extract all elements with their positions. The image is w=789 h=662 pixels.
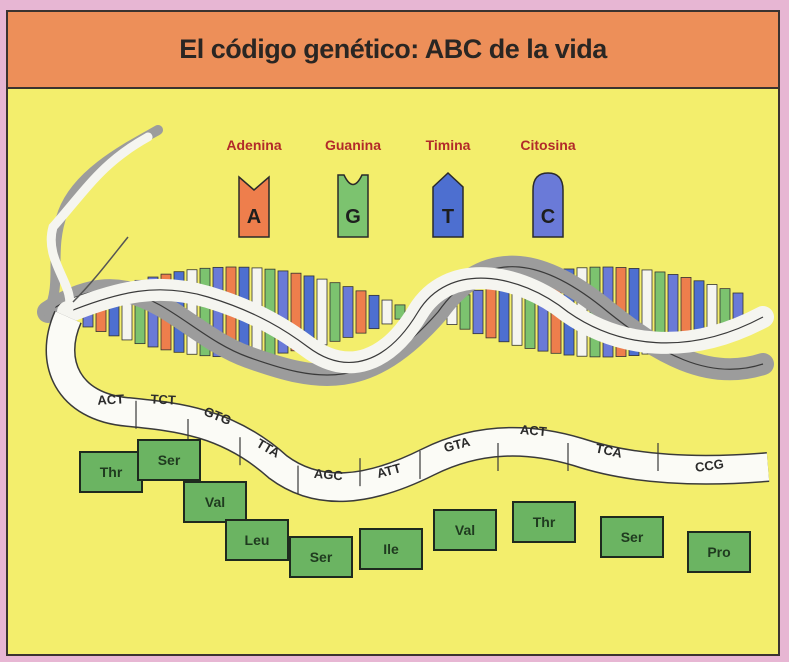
amino-acid-box [687,531,751,573]
base-pair-rung [472,289,484,335]
amino-acid-box [79,451,143,493]
amino-acid-label: Ile [383,541,399,557]
base-pair-rung [342,286,354,338]
base-letter-c: C [541,206,555,228]
amino-acid-label: Ser [310,549,333,565]
base-pair-rung [199,267,211,357]
amino-acid-label: Ser [621,529,644,545]
base-pair-rung [628,268,640,356]
codon-label: ATT [375,460,402,481]
title-bar: El código genético: ABC de la vida [8,12,778,89]
base-name-guanina: Guanina [325,137,381,153]
dna-strand-white-outline [67,277,764,363]
base-name-timina: Timina [426,137,471,153]
base-pair-rung [355,290,367,334]
amino-acid-box [137,439,201,481]
dna-tail-thread [72,236,129,303]
mrna-ribbon-fill [47,311,770,501]
base-name-citosina: Citosina [520,137,575,153]
amino-acid-box [433,509,497,551]
amino-acid-label: Val [455,522,475,538]
dna-tail-coil-white [46,132,153,317]
amino-acid-label: Val [205,494,225,510]
codon-label: CCG [694,456,725,475]
codon-label: AGC [313,466,344,484]
diagram-title: El código genético: ABC de la vida [179,34,607,64]
base-letter-t: T [442,206,454,228]
codon-label: ACT [519,422,547,439]
base-pair-rung [277,270,289,354]
base-pair-rung [316,278,328,346]
amino-acid-label: Pro [707,544,730,560]
codon-label: ACT [97,391,125,407]
base-letter-a: A [247,206,261,228]
base-pair-rung [329,282,341,342]
base-name-adenina: Adenina [226,137,281,153]
base-shape-g [337,174,369,238]
codon-label: TCA [594,440,624,460]
base-letter-g: G [345,206,361,228]
base-shape-a [238,175,270,238]
amino-acid-box [225,519,289,561]
codon-label: TCT [150,391,176,407]
amino-acid-label: Ser [158,452,181,468]
amino-acid-label: Leu [245,532,270,548]
base-pair-rung [485,285,497,339]
amino-acid-box [600,516,664,558]
base-shape-t [432,171,464,238]
amino-acid-label: Thr [533,514,556,530]
base-pair-rung [381,299,393,325]
amino-acid-box [359,528,423,570]
base-pair-rung [394,304,406,320]
amino-acid-box [289,536,353,578]
amino-acid-label: Thr [100,464,123,480]
base-shape-c [532,172,564,238]
amino-acid-box [183,481,247,523]
codon-label: GTA [442,434,472,455]
amino-acid-box [512,501,576,543]
base-pair-rung [368,294,380,330]
base-pair-rung [641,269,653,355]
